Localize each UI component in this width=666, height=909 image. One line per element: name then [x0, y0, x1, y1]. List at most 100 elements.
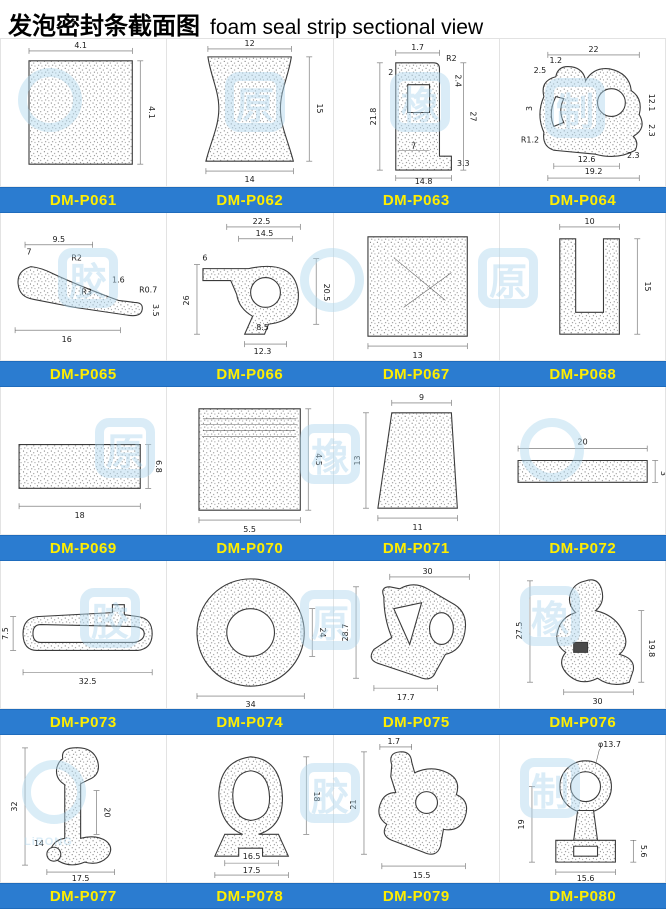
page-header: 发泡密封条截面图 foam seal strip sectional view [0, 0, 666, 40]
dimension-label: 27 [468, 111, 477, 121]
part-number-label: DM-P064 [549, 191, 617, 209]
section-drawing: 24 34 [196, 578, 327, 708]
profile-shape [370, 584, 466, 680]
dimension-label: 1.6 [112, 276, 125, 285]
part-number-banner: DM-P077 DM-P078 DM-P079 DM-P080 [0, 883, 666, 909]
dimension-line [403, 272, 452, 308]
dimension-label: 14 [245, 175, 255, 184]
part-number-label: DM-P068 [549, 365, 617, 383]
dimension-label: 4.1 [147, 106, 156, 119]
part-number-label: DM-P079 [382, 887, 450, 905]
dimension-label: 12.6 [578, 155, 596, 164]
dimension-label: 20.5 [322, 284, 331, 302]
part-number-label: DM-P078 [216, 887, 284, 905]
dimension-label: 18 [312, 792, 321, 802]
dimension-label: 16 [62, 335, 72, 344]
section-drawing: 5.54.5 [198, 408, 323, 534]
part-number-label: DM-P080 [549, 887, 617, 905]
profile-shape [572, 809, 598, 841]
dimension-label: 15.6 [577, 874, 595, 882]
part-number-label: DM-P062 [216, 191, 284, 209]
profile-shape [205, 56, 295, 162]
profile-shape [517, 459, 648, 483]
dimension-label: 30 [592, 697, 602, 706]
profile-shape [17, 266, 143, 317]
dimension-label: 11 [412, 523, 422, 532]
section-drawing: 27.519.830 [515, 579, 656, 706]
dimension-label: 16.5 [243, 852, 261, 861]
part-number-label: DM-P071 [382, 539, 450, 557]
profile-shape [539, 65, 643, 157]
page-title-english: foam seal strip sectional view [210, 16, 484, 39]
section-drawing: 13 [366, 236, 468, 360]
profile-shape [50, 747, 112, 866]
profile-shape [377, 751, 467, 855]
dimension-label: 7 [26, 248, 31, 257]
dimension-label: 3.3 [456, 159, 469, 168]
part-number-label: DM-P077 [49, 887, 117, 905]
profile-shape [555, 839, 616, 863]
part-number-label: DM-P069 [49, 539, 117, 557]
profile-shape [196, 578, 306, 687]
dimension-label: 20 [102, 807, 111, 817]
dimension-label: 13 [412, 351, 422, 360]
dimension-label: 2.5 [533, 66, 546, 75]
dimension-label: 1.7 [411, 43, 424, 52]
dimension-label: 12.1 [647, 94, 656, 112]
dimension-label: R3 [81, 287, 92, 296]
dimension-label: 5.6 [639, 845, 648, 858]
part-number-label: DM-P063 [382, 191, 450, 209]
dimension-label: 15 [643, 281, 652, 291]
profile-shape [394, 62, 452, 171]
dimension-label: 14 [34, 839, 44, 848]
dimension-label: 8.5 [256, 323, 269, 332]
dimension-label: 2.3 [627, 151, 640, 160]
dimension-label: 19.2 [584, 167, 602, 176]
profile-shape [376, 412, 458, 509]
dimension-label: 15 [315, 103, 324, 113]
dimension-label: 3 [659, 471, 665, 476]
section-cell-DM-P074: 24 34 [167, 561, 334, 709]
dimension-line [393, 257, 446, 301]
dimension-label: 9 [419, 393, 424, 402]
dimension-label: 5.5 [244, 525, 257, 534]
dimension-label: 17.5 [72, 874, 90, 882]
dimension-label: 1.7 [387, 737, 400, 746]
profile-shape [198, 408, 302, 511]
dimension-label: 34 [246, 700, 256, 708]
dimension-label: 2.4 [453, 74, 462, 87]
dimension-label: 24 [318, 627, 327, 637]
part-number-label: DM-P072 [549, 539, 617, 557]
profile-shape [556, 579, 634, 685]
dimension-label: R2 [71, 254, 82, 263]
part-number-label: DM-P076 [549, 713, 617, 731]
dimension-label: 9.5 [52, 235, 65, 244]
dimension-label: 28.7 [341, 624, 350, 642]
dimension-label: 3 [525, 106, 534, 111]
